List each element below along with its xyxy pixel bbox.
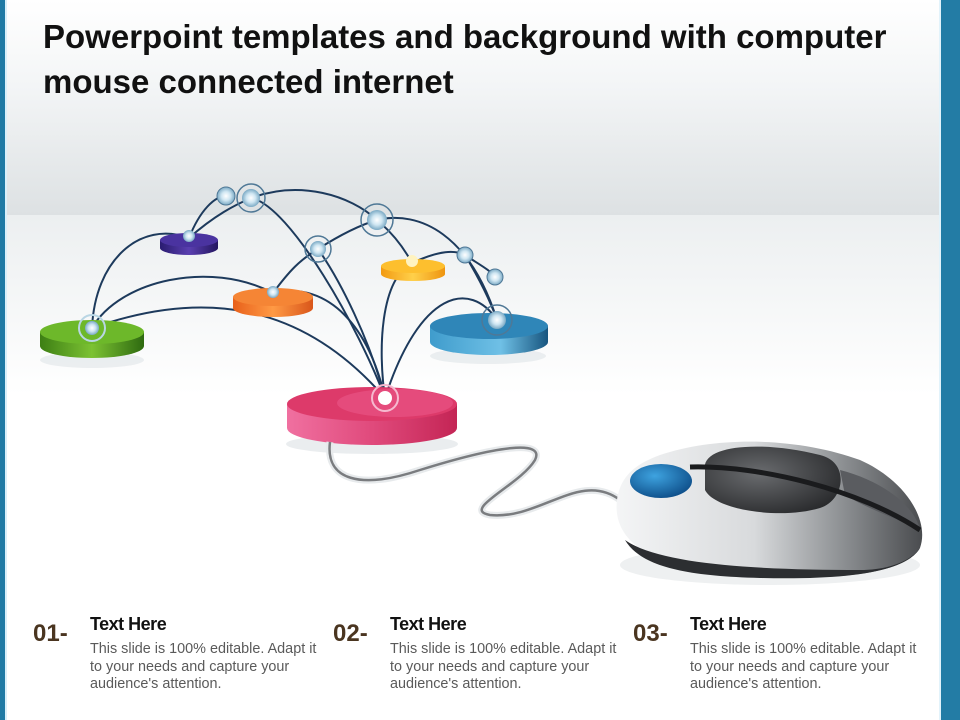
item-body: This slide is 100% editable. Adapt it to… bbox=[690, 641, 917, 692]
slide-title: Powerpoint templates and background with… bbox=[43, 18, 887, 100]
right-accent-glow bbox=[939, 0, 941, 720]
left-accent-glow bbox=[5, 0, 7, 720]
item-number: 02- bbox=[333, 620, 368, 647]
item-number: 03- bbox=[633, 620, 668, 647]
item-body: This slide is 100% editable. Adapt it to… bbox=[390, 641, 617, 692]
computer-mouse bbox=[616, 441, 923, 585]
right-accent-bar bbox=[941, 0, 960, 720]
network-mouse-illustration bbox=[40, 183, 923, 585]
item-body: This slide is 100% editable. Adapt it to… bbox=[90, 641, 317, 692]
left-accent-bar bbox=[0, 0, 5, 720]
item-heading: Text Here bbox=[690, 614, 767, 634]
background-top-gradient bbox=[0, 0, 960, 215]
item-heading: Text Here bbox=[390, 614, 467, 634]
item-heading: Text Here bbox=[90, 614, 167, 634]
item-number: 01- bbox=[33, 620, 68, 647]
text-item-1: 01- Text Here This slide is 100% editabl… bbox=[33, 612, 323, 712]
text-item-3: 03- Text Here This slide is 100% editabl… bbox=[633, 612, 923, 712]
text-item-2: 02- Text Here This slide is 100% editabl… bbox=[333, 612, 623, 712]
